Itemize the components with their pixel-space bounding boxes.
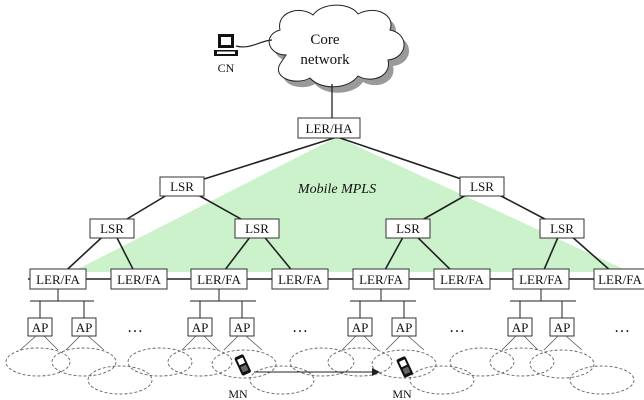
ler-ha-node: LER/HA [297, 117, 361, 139]
lsr-label: LSR [100, 221, 124, 236]
lsr-node: LSR [89, 218, 135, 239]
ler-fa-label: LER/FA [197, 272, 241, 287]
ler-fa-node: LER/FA [29, 268, 87, 290]
ap-links [30, 289, 576, 318]
core-network-label-1: Core [310, 32, 340, 48]
lsr-label: LSR [470, 179, 494, 194]
ap-label: AP [192, 320, 209, 335]
ler-fa-label: LER/FA [359, 272, 403, 287]
ap-node: AP [229, 317, 255, 337]
ap-node: AP [187, 317, 213, 337]
ellipsis: … [614, 319, 630, 336]
ler-fa-node: LER/FA [512, 268, 570, 290]
core-network-label-2: network [300, 52, 350, 68]
ap-node: AP [507, 317, 533, 337]
ellipsis: … [292, 319, 308, 336]
lsr-node: LSR [539, 218, 585, 239]
lsr-label: LSR [550, 221, 574, 236]
ler-fa-node: LER/FA [352, 268, 410, 290]
ap-label: AP [32, 320, 49, 335]
lsr-node: LSR [234, 218, 280, 239]
lsr-label: LSR [396, 221, 420, 236]
mobile-phone-icon [396, 356, 413, 378]
ap-node: AP [347, 317, 373, 337]
movement-arrow [254, 368, 380, 376]
core-network-cloud: Core network [268, 4, 410, 93]
ap-node: AP [27, 317, 53, 337]
ap-label: AP [396, 320, 413, 335]
ler-fa-label: LER/FA [519, 272, 563, 287]
ler-fa-label: LER/FA [36, 272, 80, 287]
ler-fa-node: LER/FA [110, 268, 168, 290]
coverage-lines [19, 335, 583, 351]
ler-fa-label: LER/FA [440, 272, 484, 287]
computer-icon [214, 34, 238, 56]
lsr-node: LSR [459, 176, 505, 197]
lsr-label: LSR [170, 179, 194, 194]
ler-ha-label: LER/HA [306, 121, 354, 136]
ler-fa-label: LER/FA [117, 272, 161, 287]
ler-fa-node: LER/FA [593, 268, 644, 290]
mn-label: MN [392, 387, 412, 400]
ap-node: AP [391, 317, 417, 337]
ellipsis: … [127, 319, 143, 336]
ap-label: AP [512, 320, 529, 335]
ap-label: AP [234, 320, 251, 335]
coverage-cells [5, 347, 635, 395]
ler-fa-node: LER/FA [433, 268, 491, 290]
mobile-mpls-label: Mobile MPLS [297, 182, 376, 197]
mobile-mpls-region [72, 137, 630, 272]
lsr-node: LSR [385, 218, 431, 239]
mobile-phone-icon [234, 354, 251, 376]
lsr-label: LSR [245, 221, 269, 236]
ler-fa-label: LER/FA [598, 272, 642, 287]
ap-label: AP [554, 320, 571, 335]
cn-label: CN [218, 61, 235, 75]
ap-label: AP [352, 320, 369, 335]
mn-label: MN [228, 387, 248, 400]
lsr-node: LSR [159, 176, 205, 197]
ap-label: AP [76, 320, 93, 335]
ler-fa-label: LER/FA [278, 272, 322, 287]
ap-node: AP [71, 317, 97, 337]
cn-link [235, 39, 273, 48]
ap-node: AP [549, 317, 575, 337]
ellipsis: … [449, 319, 465, 336]
ler-fa-node: LER/FA [190, 268, 248, 290]
ler-fa-node: LER/FA [271, 268, 329, 290]
